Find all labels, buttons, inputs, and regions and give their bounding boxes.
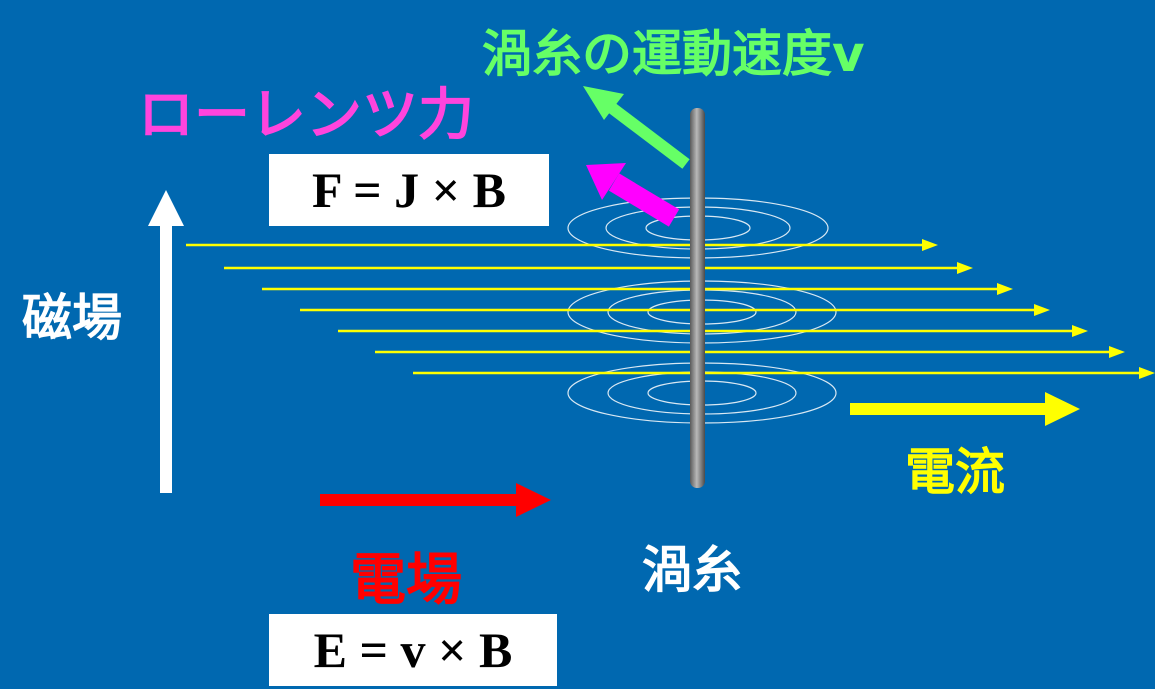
current-line — [375, 346, 1125, 358]
electric-field-label: 電場 — [350, 535, 462, 616]
velocity-arrow — [583, 86, 686, 164]
vortex-velocity-label: 渦糸の運動速度v — [482, 14, 865, 86]
magnetic-field-label: 磁場 — [22, 278, 122, 350]
vortex-core — [690, 108, 705, 488]
current-line — [300, 304, 1050, 316]
vortex-label: 渦糸 — [642, 530, 742, 602]
lorentz-force-arrow — [586, 163, 674, 218]
electric-field-arrow — [320, 483, 551, 517]
current-line — [338, 325, 1088, 337]
current-line — [224, 262, 973, 274]
current-line — [186, 239, 938, 251]
magnetic-field-arrow — [148, 190, 184, 493]
current-arrow — [850, 392, 1080, 426]
force-formula: F = J × B — [269, 154, 549, 226]
current-label: 電流 — [905, 432, 1005, 504]
current-lines — [186, 239, 1155, 379]
electric-field-formula: E = v × B — [269, 614, 557, 686]
lorentz-force-label: ローレンツ力 — [138, 70, 474, 151]
